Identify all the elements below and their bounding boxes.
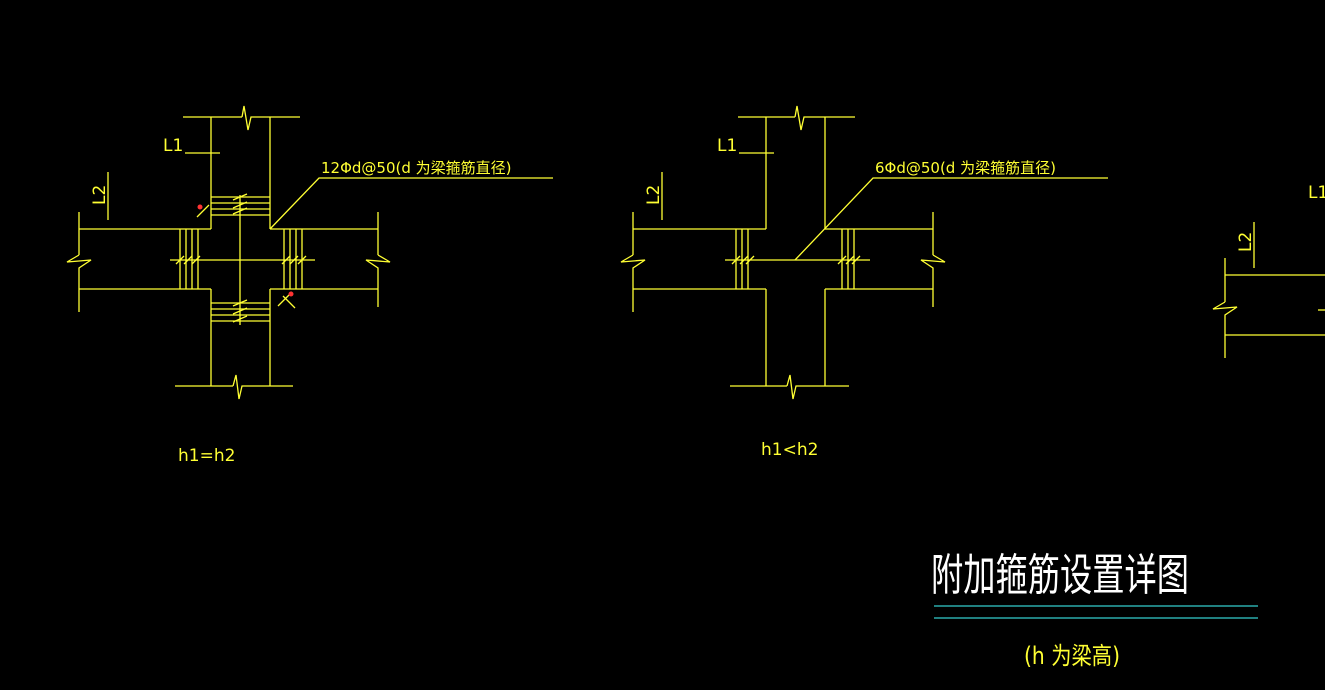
label-l2: L2	[1236, 232, 1256, 252]
stirrup-callout: 12Φd@50(d 为梁箍筋直径)	[321, 159, 512, 177]
detail-3: L1 L2	[1212, 183, 1325, 358]
title-note: (h 为梁高)	[1024, 642, 1120, 670]
detail-3-linework	[1212, 222, 1325, 358]
label-l2: L2	[90, 185, 110, 205]
title-block: 附加箍筋设置详图 (h 为梁高)	[931, 550, 1258, 670]
label-l1: L1	[1308, 183, 1325, 203]
detail-1: L1 L2 12Φd@50(d 为梁箍筋直径) h1=h2	[66, 105, 553, 466]
detail-1-linework	[66, 105, 553, 400]
marker-dot	[288, 291, 294, 297]
caption-h1-eq-h2: h1=h2	[178, 446, 235, 466]
label-l1: L1	[163, 136, 183, 156]
label-l1: L1	[717, 136, 737, 156]
stirrup-callout: 6Φd@50(d 为梁箍筋直径)	[875, 159, 1056, 177]
caption-h1-lt-h2: h1<h2	[761, 440, 818, 460]
marker-dot	[197, 204, 203, 210]
label-l2: L2	[644, 185, 664, 205]
detail-2-linework	[620, 105, 1108, 400]
detail-2: L1 L2 6Φd@50(d 为梁箍筋直径) h1<h2	[620, 105, 1108, 460]
drawing-title: 附加箍筋设置详图	[931, 550, 1189, 601]
